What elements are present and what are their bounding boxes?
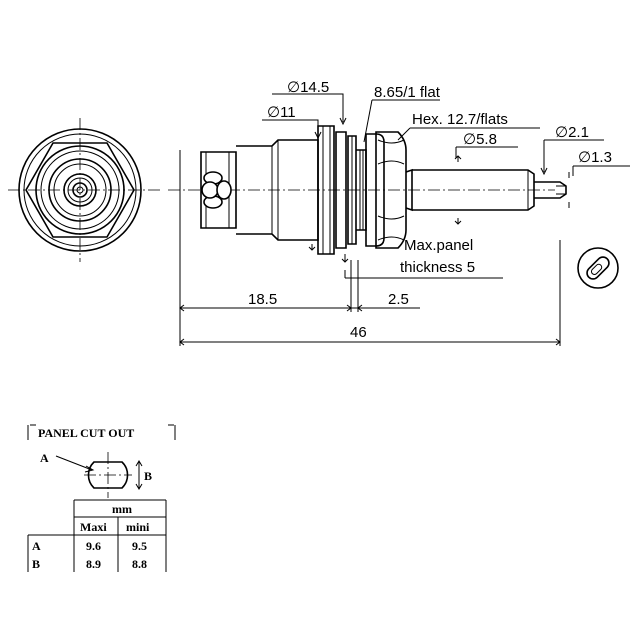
diameter-symbol-icon: ∅ (578, 149, 591, 166)
panel-cutout: PANEL CUT OUT A B (27, 424, 176, 498)
front-view (8, 118, 160, 262)
table-row-b-min: 8.8 (132, 557, 147, 571)
label-dia-5-8: 5.8 (476, 131, 497, 148)
table-row-b-max: 8.9 (86, 557, 101, 571)
diameter-symbol-icon: ∅ (555, 124, 568, 141)
svg-text:∅2.1: ∅2.1 (555, 124, 589, 141)
table-row-a-min: 9.5 (132, 539, 147, 553)
leader-lines (262, 93, 630, 279)
label-hex: Hex. 12.7/flats (412, 111, 508, 128)
tag-end-view (577, 247, 619, 289)
label-dia-14-5: 14.5 (300, 79, 329, 96)
label-dia-2-1: 2.1 (568, 124, 589, 141)
svg-text:∅11: ∅11 (267, 104, 296, 121)
dim-18-5: 18.5 (248, 291, 277, 308)
cutout-label-a: A (40, 451, 49, 465)
label-max-panel: Max.panel (404, 237, 473, 254)
cutout-table: mm Maxi mini A 9.6 9.5 B 8.9 8.8 (27, 499, 167, 572)
svg-text:∅1.3: ∅1.3 (578, 149, 612, 166)
table-col-min: mini (126, 520, 150, 534)
dimension-labels: ∅14.5 ∅11 8.65/1 flat Hex. 12.7/flats ∅5… (267, 79, 612, 276)
label-thickness: thickness 5 (400, 259, 475, 276)
label-dia-11: 11 (280, 104, 296, 121)
cutout-label-b: B (144, 469, 152, 483)
label-flat: 8.65/1 flat (374, 84, 441, 101)
svg-text:∅14.5: ∅14.5 (287, 79, 329, 96)
svg-text:∅5.8: ∅5.8 (463, 131, 497, 148)
dim-2-5: 2.5 (388, 291, 409, 308)
dim-46: 46 (350, 324, 367, 341)
diameter-symbol-icon: ∅ (287, 79, 300, 96)
table-col-max: Maxi (80, 520, 107, 534)
diameter-symbol-icon: ∅ (463, 131, 476, 148)
horizontal-dimensions: 18.5 2.5 46 (179, 232, 561, 346)
label-dia-1-3: 1.3 (591, 149, 612, 166)
diameter-symbol-icon: ∅ (267, 104, 280, 121)
table-row-a-name: A (32, 539, 41, 553)
table-unit: mm (112, 502, 132, 516)
cutout-title: PANEL CUT OUT (38, 426, 134, 440)
table-row-a-max: 9.6 (86, 539, 101, 553)
table-row-b-name: B (32, 557, 40, 571)
side-view (168, 125, 570, 263)
